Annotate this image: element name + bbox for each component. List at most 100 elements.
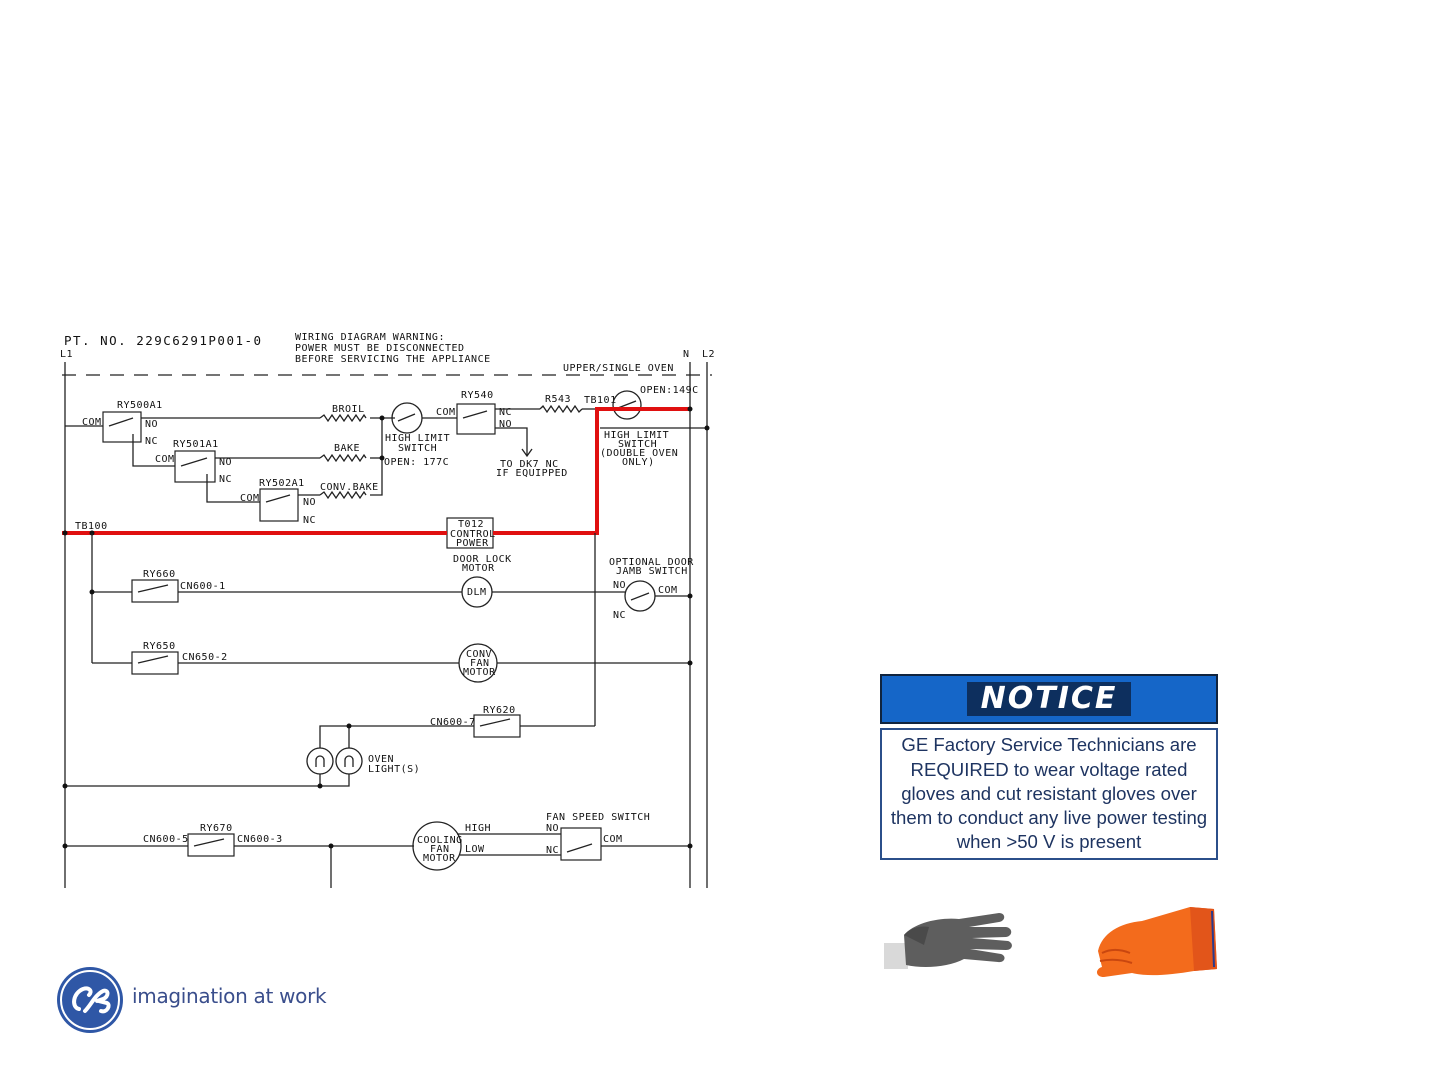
cooling-fan-motor [412,821,462,871]
switch-label: SWITCH [618,439,657,450]
lights-label: LIGHT(S) [368,764,420,775]
n-label: N [683,349,690,360]
switch-contact [397,413,416,422]
high-limit-label: HIGH LIMIT [385,433,450,444]
relay-contact [108,417,134,427]
motor-label: MOTOR [423,853,456,864]
to-dk7-label: TO DK7 NC [500,459,559,470]
relay-ry501a1 [174,450,216,483]
part-number: PT. NO. 229C6291P001-0 [64,333,263,348]
conv-bake-element [319,490,367,500]
high-limit-switch [391,402,423,434]
switch-contact [566,843,593,853]
junction-dot [62,783,68,789]
notice-header: NOTICE [880,674,1218,724]
door-lock-label: DOOR LOCK [453,554,512,565]
double-oven-label: (DOUBLE OVEN [600,448,678,459]
motor-label: MOTOR [462,563,495,574]
broil-element [319,413,367,423]
ry501a1-label: RY501A1 [173,439,219,450]
ry650-label: RY650 [143,641,176,652]
wire [370,418,383,496]
junction-dot [687,843,693,849]
high-limit-switch-double-oven [612,390,642,420]
com-label: COM [658,585,678,596]
com-label: COM [82,417,102,428]
high-limit-label: HIGH LIMIT [604,430,669,441]
relay-ry540 [456,403,496,435]
fan-speed-switch-label: FAN SPEED SWITCH [546,812,650,823]
control-label: CONTROL [450,529,496,540]
tb101-label: TB101 [584,395,617,406]
junction-dot [317,783,323,789]
cn650-2-label: CN650-2 [182,652,228,663]
light-wire [319,725,474,748]
nc-label: NC [546,845,559,856]
ry670-label: RY670 [200,823,233,834]
cooling-label: COOLING [417,835,463,846]
relay-contact [137,584,169,593]
oven-light-1 [306,747,334,775]
light-return-wire [320,774,350,787]
oven-light-2 [335,747,363,775]
warning-line-1: WIRING DIAGRAM WARNING: [295,332,445,343]
motor-label: MOTOR [463,667,496,678]
junction-dot [62,843,68,849]
lamp-filament [344,755,354,767]
junction-dot [346,723,352,729]
ry540-label: RY540 [461,390,494,401]
highlighted-power-path [493,407,690,535]
relay-contact [479,718,511,727]
wiring-diagram: PT. NO. 229C6291P001-0 WIRING DIAGRAM WA… [60,332,715,888]
notice-text: GE Factory Service Technicians are REQUI… [890,734,1208,853]
relay-ry660 [131,579,179,603]
only-label: ONLY) [622,457,655,468]
lamp-filament [315,755,325,767]
fan-label: FAN [470,658,490,669]
cn600-7-label: CN600-7 [430,717,476,728]
cn600-1-label: CN600-1 [180,581,226,592]
warning-line-2: POWER MUST BE DISCONNECTED [295,343,465,354]
open-149c-label: OPEN:149C [640,385,699,396]
no-label: NO [145,419,158,430]
ry500a1-label: RY500A1 [117,400,163,411]
ge-monogram-logo [57,967,123,1033]
safety-notice: NOTICE GE Factory Service Technicians ar… [880,674,1218,860]
junction-dot [62,530,68,536]
junction-dot [687,660,693,666]
notice-body: GE Factory Service Technicians are REQUI… [880,728,1218,860]
ry502a1-label: RY502A1 [259,478,305,489]
notice-heading: NOTICE [966,682,1132,716]
optional-door-label: OPTIONAL DOOR [609,557,694,568]
relay-ry500a1 [102,411,142,443]
com-label: COM [155,454,175,465]
cn600-5-label: CN600-5 [143,834,189,845]
junction-dot [687,406,693,412]
com-label: COM [240,493,260,504]
junction-dot [328,843,334,849]
relay-contact [193,838,225,847]
dlm-label: DLM [467,587,487,598]
l1-label: L1 [60,349,73,360]
nc-ry501-wire [132,434,175,467]
ry660-label: RY660 [143,569,176,580]
nc-label: NC [613,610,626,621]
t012-label: T012 [458,519,484,530]
open-177c-label: OPEN: 177C [384,457,449,468]
if-equipped-label: IF EQUIPPED [496,468,568,479]
high-label: HIGH [465,823,491,834]
cn600-3-label: CN600-3 [237,834,283,845]
ry620-label: RY620 [483,705,516,716]
nc-label: NC [499,407,512,418]
r543-label: R543 [545,394,571,405]
com-label: COM [603,834,623,845]
junction-dot [704,425,710,431]
resistor-r543 [539,404,583,414]
no-label: NO [219,457,232,468]
broil-label: BROIL [332,404,365,415]
conv-bake-label: CONV.BAKE [320,482,379,493]
bake-label: BAKE [334,443,360,454]
to-dk7-arrow [521,448,533,458]
nc-label: NC [145,436,158,447]
fan-speed-switch [560,827,602,861]
